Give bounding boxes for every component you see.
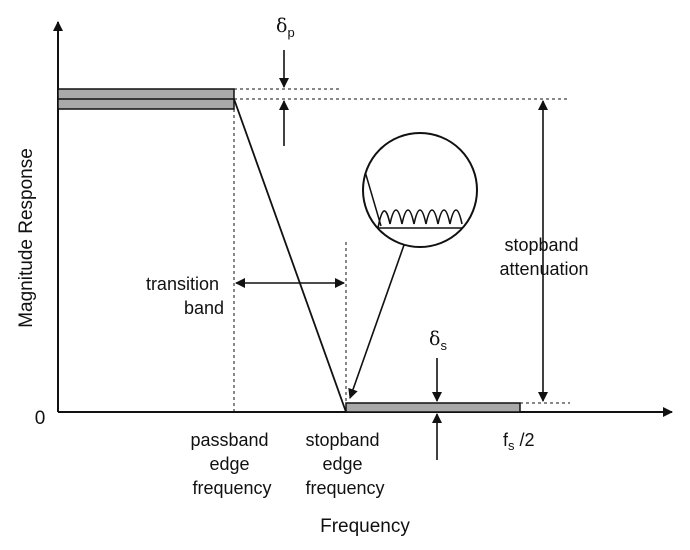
fs-half-label: fs /2 bbox=[503, 430, 535, 453]
fs-half-subscript: s bbox=[508, 438, 515, 453]
stopband-attenuation-label: stopband attenuation bbox=[499, 235, 588, 279]
magnifier-callout-arrow bbox=[348, 244, 405, 399]
transition-band-line-2: band bbox=[184, 298, 224, 318]
stopband-attenuation-line-2: attenuation bbox=[499, 259, 588, 279]
stopband-edge-line-2: edge bbox=[322, 454, 362, 474]
ripple-waveform-icon bbox=[372, 209, 472, 229]
transition-band-label: transition band bbox=[146, 274, 224, 318]
delta-s-symbol: δ bbox=[429, 328, 440, 350]
passband-edge-frequency-label: passband edge frequency bbox=[190, 430, 273, 498]
stopband-edge-line-1: stopband bbox=[305, 430, 379, 450]
stopband-edge-line-3: frequency bbox=[305, 478, 384, 498]
delta-s-label: δs bbox=[429, 328, 447, 353]
delta-p-symbol: δ bbox=[276, 15, 287, 37]
y-axis-label: Magnitude Response bbox=[16, 148, 37, 328]
stopband-attenuation-line-1: stopband bbox=[504, 235, 578, 255]
passband-edge-line-2: edge bbox=[209, 454, 249, 474]
passband-edge-line-3: frequency bbox=[192, 478, 271, 498]
origin-label: 0 bbox=[35, 408, 46, 429]
transition-band-line-1: transition bbox=[146, 274, 219, 294]
fs-half-main: f bbox=[503, 430, 509, 450]
delta-s-subscript: s bbox=[440, 338, 447, 353]
delta-p-subscript: p bbox=[287, 25, 294, 40]
x-axis-label: Frequency bbox=[320, 516, 410, 537]
passband-edge-line-1: passband bbox=[190, 430, 268, 450]
delta-p-label: δp bbox=[276, 15, 295, 40]
fs-half-suffix: /2 bbox=[515, 430, 535, 450]
stopband-ripple-band bbox=[345, 402, 521, 413]
magnifier-circle-icon bbox=[362, 132, 478, 248]
stopband-edge-frequency-label: stopband edge frequency bbox=[305, 430, 384, 498]
transition-slope bbox=[233, 98, 347, 413]
